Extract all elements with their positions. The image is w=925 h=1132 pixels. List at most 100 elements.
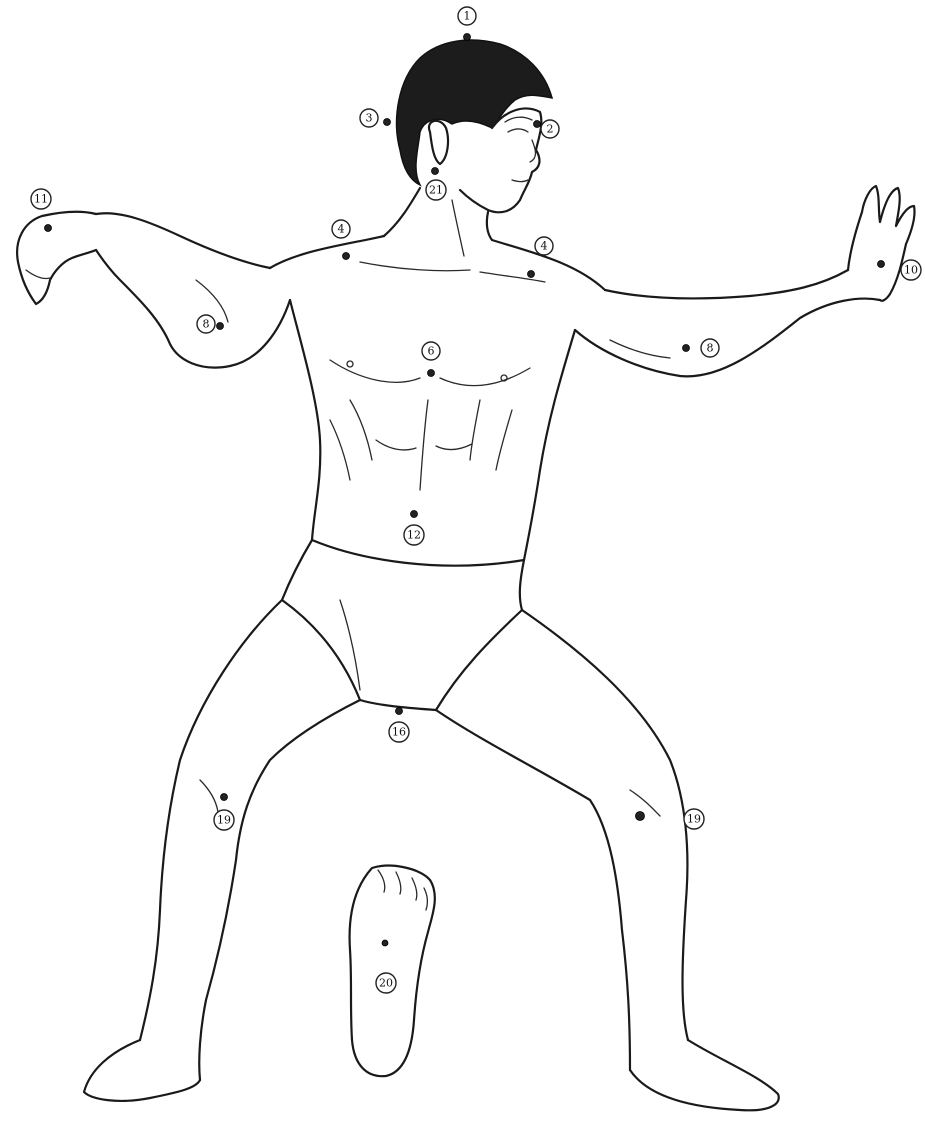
- leg-right-outer: [522, 610, 688, 1040]
- hand-left: [17, 212, 96, 304]
- toe-1: [378, 870, 385, 892]
- svg-text:8: 8: [707, 342, 714, 355]
- foot-right: [630, 1040, 779, 1110]
- chest-left: [330, 360, 420, 382]
- arm-right: [575, 186, 915, 376]
- svg-text:1: 1: [464, 10, 471, 23]
- abs-right: [436, 444, 472, 450]
- mouth: [512, 180, 528, 182]
- torso-right-side: [524, 330, 575, 560]
- torso: [270, 236, 605, 560]
- arm-right-upper: [605, 270, 848, 298]
- rib-left-1: [350, 400, 372, 460]
- marker-4-right: 4: [535, 237, 553, 255]
- shorts-left: [282, 540, 360, 700]
- svg-text:6: 6: [428, 345, 435, 358]
- point-1: [464, 34, 471, 41]
- marker-21: 21: [426, 180, 446, 200]
- svg-text:8: 8: [203, 318, 210, 331]
- svg-text:20: 20: [379, 977, 393, 990]
- svg-text:4: 4: [541, 240, 548, 253]
- sole-outline: [350, 866, 435, 1077]
- point-4-left: [343, 253, 350, 260]
- marker-6: 6: [422, 342, 440, 360]
- point-2: [534, 121, 541, 128]
- svg-text:11: 11: [34, 193, 48, 206]
- marker-8-left: 8: [197, 315, 215, 333]
- arm-left-upper: [96, 213, 270, 268]
- knee-left: [200, 780, 218, 812]
- hand-right: [848, 186, 915, 301]
- neck-right: [487, 212, 492, 240]
- marker-12: 12: [404, 525, 424, 545]
- point-21: [432, 168, 439, 175]
- marker-19-right: 19: [684, 809, 704, 829]
- shorts: [282, 540, 524, 710]
- leg-left-inner: [199, 700, 360, 1080]
- head: [384, 40, 552, 256]
- marker-2: 2: [541, 120, 559, 138]
- nose: [530, 140, 536, 162]
- sole-figure: [350, 866, 435, 1077]
- nipple-left: [347, 361, 353, 367]
- knee-right: [630, 790, 660, 816]
- point-16: [396, 708, 403, 715]
- toe-4: [424, 888, 427, 910]
- biceps-left: [196, 280, 228, 322]
- eye: [508, 129, 528, 132]
- ear: [429, 121, 448, 164]
- point-4-right: [528, 271, 535, 278]
- arm-right-lower: [575, 299, 880, 377]
- toe-3: [412, 878, 417, 900]
- svg-text:3: 3: [366, 112, 373, 125]
- marker-8-right: 8: [701, 339, 719, 357]
- hair: [397, 40, 552, 185]
- point-3: [384, 119, 391, 126]
- point-8-right: [683, 345, 690, 352]
- svg-text:19: 19: [687, 813, 701, 826]
- legs: [84, 600, 779, 1110]
- rib-right-2: [496, 410, 512, 470]
- arm-left: [17, 212, 290, 368]
- leg-right-inner: [436, 710, 630, 1070]
- marker-10: 10: [901, 260, 921, 280]
- fist-knuckles: [26, 270, 50, 279]
- svg-text:12: 12: [407, 529, 421, 542]
- eyebrow: [505, 117, 532, 122]
- toe-2: [396, 872, 401, 894]
- point-11: [45, 225, 52, 232]
- arm-left-lower: [96, 250, 290, 368]
- svg-text:2: 2: [547, 123, 554, 136]
- point-19-right: [636, 812, 645, 821]
- marker-16: 16: [389, 722, 409, 742]
- torso-left-side: [290, 300, 320, 540]
- marker-20: 20: [376, 973, 396, 993]
- face-outline: [460, 109, 541, 213]
- neck-line: [452, 200, 464, 256]
- point-10: [878, 261, 885, 268]
- marker-11: 11: [31, 189, 51, 209]
- chest-right: [440, 368, 530, 386]
- marker-1: 1: [458, 7, 476, 25]
- foot-left: [84, 1040, 200, 1101]
- svg-text:19: 19: [217, 814, 231, 827]
- forearm-right-detail: [610, 340, 670, 358]
- svg-text:10: 10: [904, 264, 918, 277]
- point-6: [428, 370, 435, 377]
- neck-left: [384, 188, 420, 236]
- point-20: [382, 940, 388, 946]
- point-8-left: [217, 323, 224, 330]
- marker-3: 3: [360, 109, 378, 127]
- clavicle-right: [480, 272, 545, 282]
- svg-text:21: 21: [429, 184, 443, 197]
- shorts-right: [436, 560, 524, 710]
- marker-19-left: 19: [214, 810, 234, 830]
- point-19-left: [221, 794, 228, 801]
- marker-4-left: 4: [332, 220, 350, 238]
- point-12: [411, 511, 418, 518]
- svg-text:16: 16: [392, 726, 406, 739]
- rib-right-1: [470, 400, 480, 460]
- svg-text:4: 4: [338, 223, 345, 236]
- clavicle: [360, 262, 470, 271]
